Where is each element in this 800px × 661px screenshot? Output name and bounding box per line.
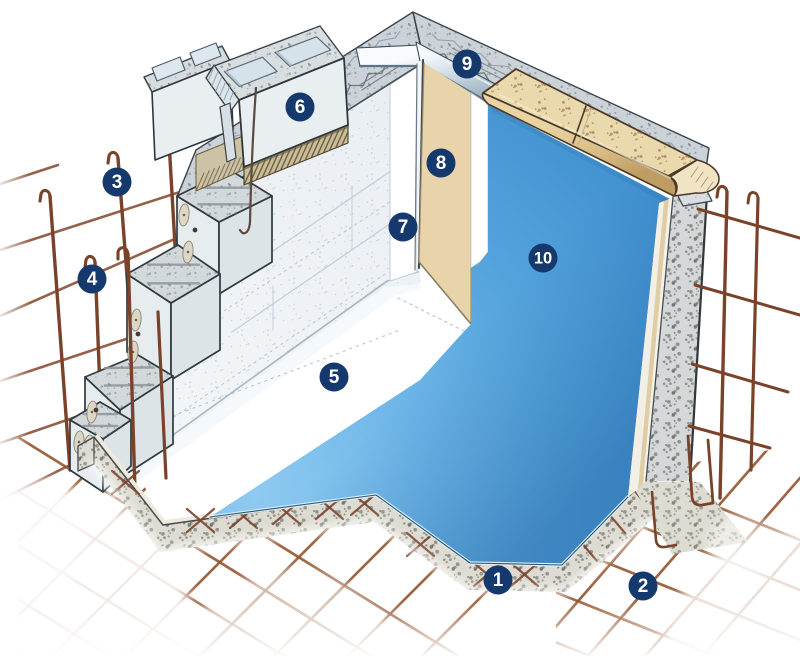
svg-text:9: 9 (462, 54, 473, 75)
svg-text:4: 4 (87, 269, 98, 290)
svg-text:7: 7 (398, 217, 409, 238)
svg-text:8: 8 (436, 153, 447, 174)
svg-text:5: 5 (329, 367, 340, 388)
svg-text:1: 1 (493, 570, 504, 591)
svg-text:10: 10 (534, 250, 552, 268)
svg-text:6: 6 (295, 97, 306, 118)
svg-text:2: 2 (638, 576, 649, 597)
svg-text:3: 3 (112, 172, 123, 193)
